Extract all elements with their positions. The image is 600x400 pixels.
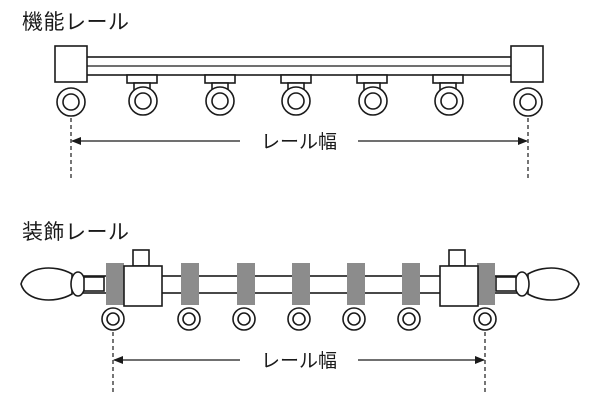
- decorative-rail-title: 装飾レール: [22, 220, 130, 244]
- functional-rail-title: 機能レール: [22, 10, 130, 34]
- runner: [126, 74, 158, 116]
- functional-dimension: [70, 118, 529, 178]
- functional-rail: [54, 45, 544, 117]
- ring-band: [181, 263, 199, 305]
- runner: [432, 74, 464, 116]
- runner: [56, 87, 86, 117]
- decorative-dimension: [112, 332, 486, 392]
- runner: [513, 87, 543, 117]
- ring-band: [237, 263, 255, 305]
- runner: [356, 74, 388, 116]
- runner: [280, 74, 312, 116]
- functional-right-end-bracket: [510, 45, 544, 83]
- left-bracket: [123, 249, 163, 307]
- ring: [177, 307, 201, 331]
- functional-width-label: レール幅: [261, 131, 337, 153]
- ring-band: [106, 263, 124, 305]
- ring: [287, 307, 311, 331]
- decorative-ring-bands: [106, 263, 495, 305]
- left-finial: [20, 267, 105, 301]
- functional-runners: [56, 74, 543, 117]
- decorative-rail: [20, 249, 580, 331]
- ring: [397, 307, 421, 331]
- ring: [101, 307, 125, 331]
- ring-band: [347, 263, 365, 305]
- decorative-width-label: レール幅: [261, 350, 337, 372]
- decorative-rings: [101, 307, 497, 331]
- right-finial: [495, 267, 580, 301]
- ring: [473, 307, 497, 331]
- ring: [232, 307, 256, 331]
- ring-band: [477, 263, 495, 305]
- functional-left-end-bracket: [54, 45, 88, 83]
- ring: [342, 307, 366, 331]
- runner: [204, 74, 236, 116]
- right-bracket: [439, 249, 479, 307]
- ring-band: [292, 263, 310, 305]
- ring-band: [402, 263, 420, 305]
